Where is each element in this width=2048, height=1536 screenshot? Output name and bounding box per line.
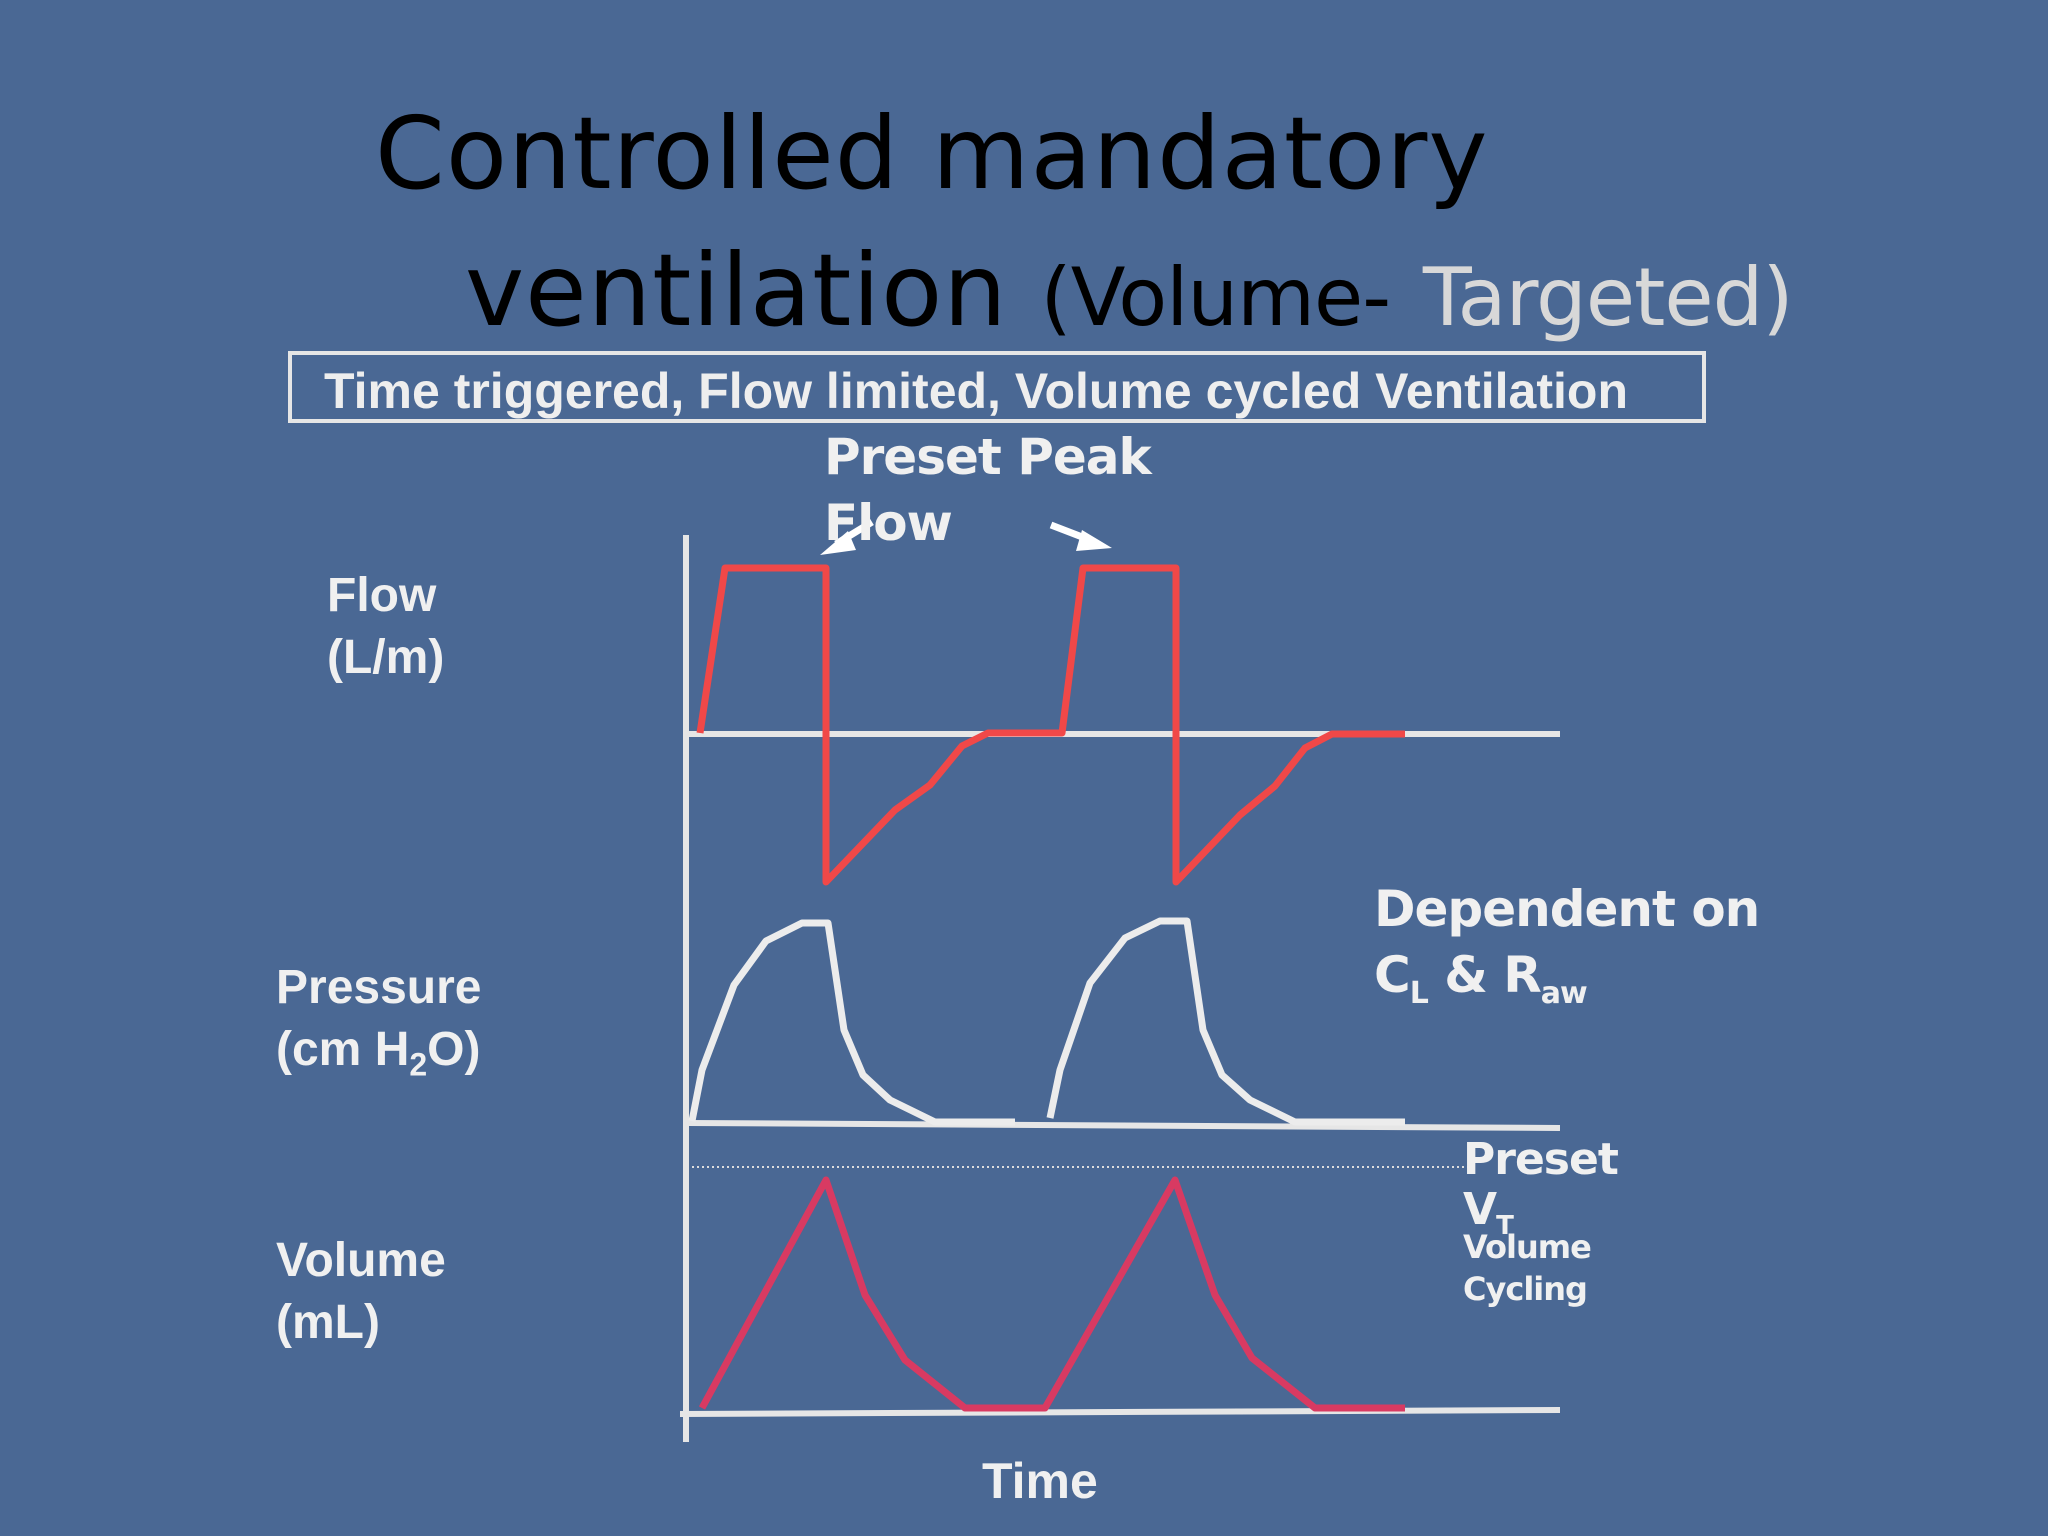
dependent-annotation: Dependent on CL & Raw <box>1374 880 1760 1011</box>
pressure-label-unit: (cm H2O) <box>276 1023 481 1083</box>
subtitle: Time triggered, Flow limited, Volume cyc… <box>324 363 1628 419</box>
volume-baseline <box>679 1407 1561 1417</box>
flow-waveform <box>696 564 1405 886</box>
slide-title-line1: Controlled mandatory <box>375 95 1489 212</box>
arrow-right-icon <box>1049 521 1112 551</box>
volume-axis-label: Volume (mL) <box>276 1230 446 1354</box>
flow-label-unit: (L/m) <box>327 631 445 684</box>
pressure-label-name: Pressure <box>276 961 482 1014</box>
title-ventilation: ventilation <box>465 232 1008 349</box>
title-paren-volume: (Volume- <box>1040 251 1392 344</box>
volume-label-unit: (mL) <box>276 1296 380 1349</box>
title-paren-targeted: Targeted) <box>1422 251 1794 344</box>
pressure-waveform-1 <box>688 919 1015 1126</box>
preset-vt-annotation: Preset VT <box>1463 1134 1619 1241</box>
pressure-waveform-2 <box>1046 917 1405 1126</box>
pressure-axis-label: Pressure (cm H2O) <box>276 957 481 1096</box>
flow-axis-label: Flow (L/m) <box>327 565 444 689</box>
arrow-left-icon <box>820 519 874 555</box>
preset-peak-flow-annotation: Preset Peak Flow <box>824 428 1152 552</box>
volume-label-name: Volume <box>276 1234 446 1287</box>
flow-label-name: Flow <box>327 569 437 622</box>
volume-waveform <box>698 1176 1405 1412</box>
pressure-baseline <box>687 1120 1561 1131</box>
slide-title-line2: ventilation (Volume- Targeted) <box>465 232 1794 349</box>
time-axis-label: Time <box>982 1453 1098 1509</box>
subtitle-frame <box>288 351 1706 423</box>
volume-cycling-annotation: Volume Cycling <box>1463 1228 1592 1308</box>
